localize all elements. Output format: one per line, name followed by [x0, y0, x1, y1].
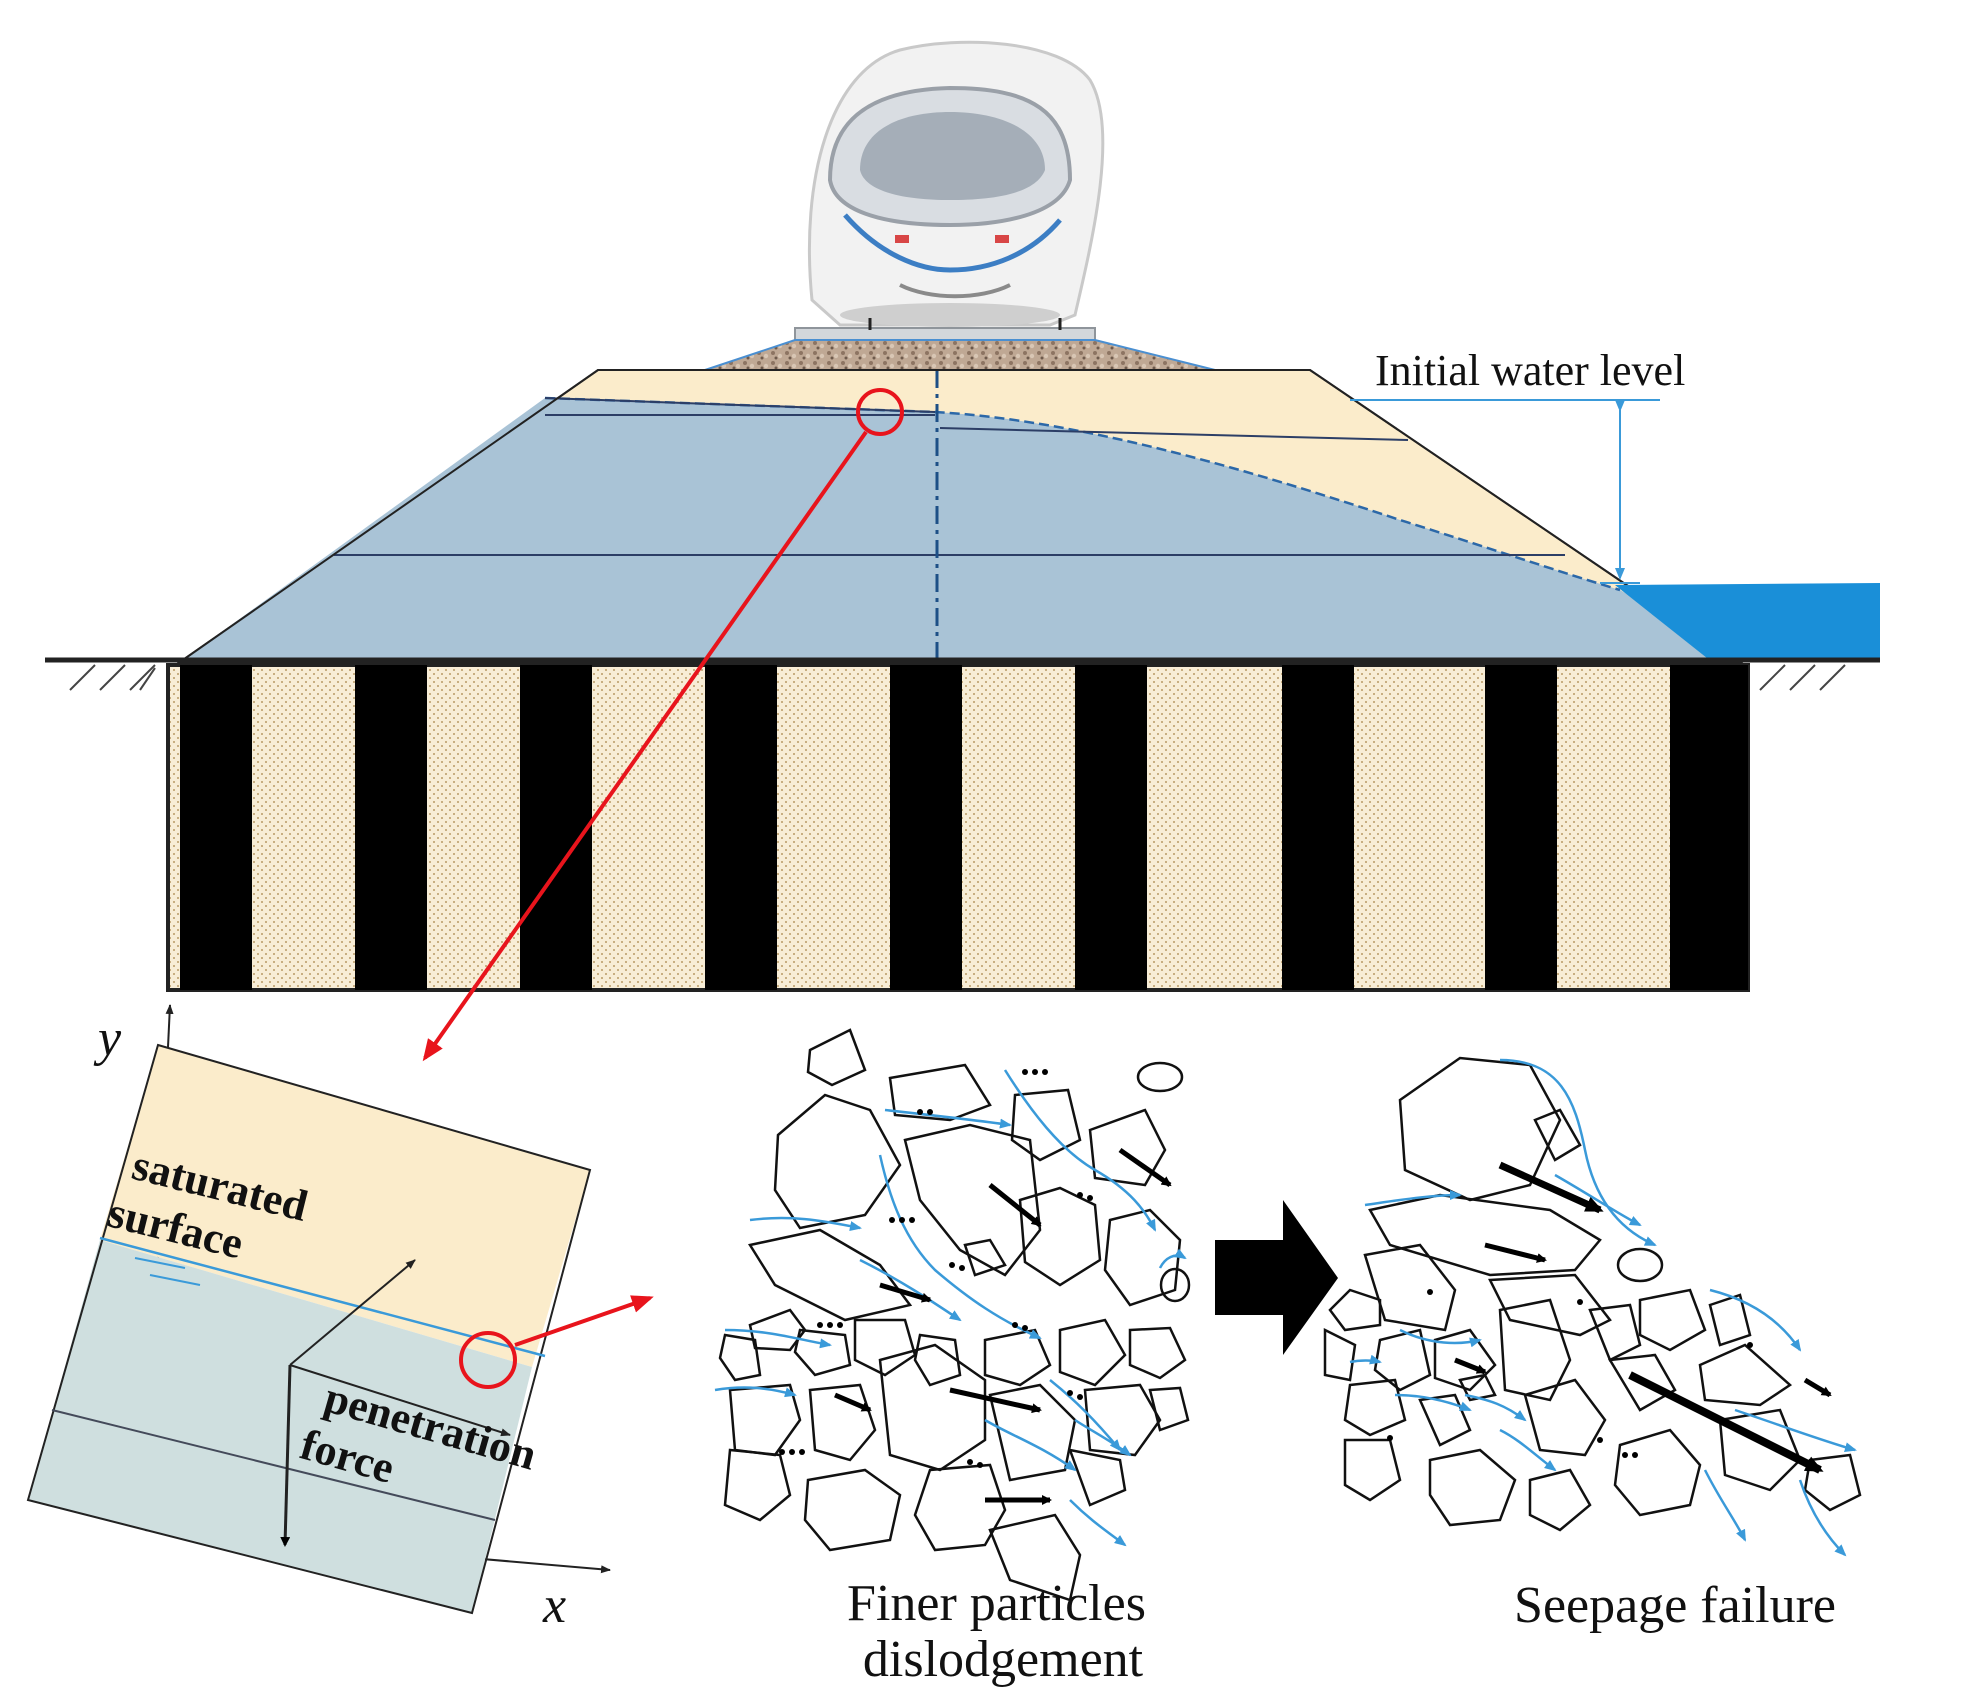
phreatic-line: [544, 396, 1621, 592]
pile: [180, 665, 252, 990]
movement-arrows-middle: [834, 1147, 1172, 1505]
callout-arrow-down: [422, 430, 868, 1062]
particles-dislodgement-diagram: [718, 1028, 1191, 1602]
track-rail: [794, 318, 1096, 341]
pile: [705, 665, 777, 990]
axis-y-label: y: [93, 1010, 122, 1067]
water-level-annotation: [1350, 399, 1660, 584]
train-illustration: [807, 40, 1105, 327]
pile: [1485, 665, 1557, 990]
external-water: [1615, 583, 1880, 662]
pile-foundation: [166, 663, 1750, 992]
pile: [890, 665, 962, 990]
finer-particles-label: Finer particles dislodgement: [847, 1575, 1159, 1688]
flow-arrows-middle: [714, 1069, 1187, 1547]
seepage-failure-diagram: [1323, 1056, 1862, 1532]
axis-x-label: x: [542, 1577, 566, 1634]
pile: [1282, 665, 1354, 990]
initial-water-level-label: Initial water level: [1375, 346, 1685, 395]
fine-particles-right: [1387, 1289, 1753, 1458]
fine-particles-middle: [779, 1069, 1093, 1468]
ballast-layer: [704, 339, 1216, 371]
ground-surface: [45, 657, 1880, 691]
saturated-zone: [180, 398, 1740, 662]
embankment: [176, 369, 1744, 663]
pile: [1670, 665, 1748, 990]
transition-arrow: [1215, 1200, 1338, 1355]
pile: [1075, 665, 1147, 990]
soil-element-detail: [26, 1004, 654, 1615]
pile: [355, 665, 427, 990]
movement-arrows-right: [1454, 1161, 1832, 1474]
pile: [520, 665, 592, 990]
callout-circle-top: [856, 388, 904, 436]
seepage-failure-label: Seepage failure: [1514, 1577, 1836, 1634]
